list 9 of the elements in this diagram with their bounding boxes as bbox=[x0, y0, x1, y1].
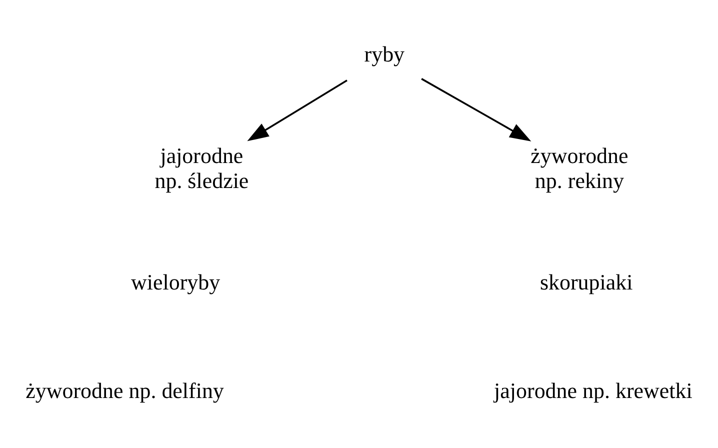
label: wieloryby bbox=[131, 268, 220, 294]
arrow bbox=[247, 79, 348, 141]
node-text: jajorodne np. śledzie bbox=[154, 142, 249, 192]
arrow bbox=[421, 78, 532, 141]
node-text: ryby bbox=[364, 40, 405, 66]
label: żyworodne np. delfiny bbox=[26, 378, 224, 402]
label: skorupiaki bbox=[540, 268, 633, 294]
label: jajorodne np. krewetki bbox=[494, 378, 692, 402]
node-text: żyworodne np. rekiny bbox=[530, 142, 628, 192]
